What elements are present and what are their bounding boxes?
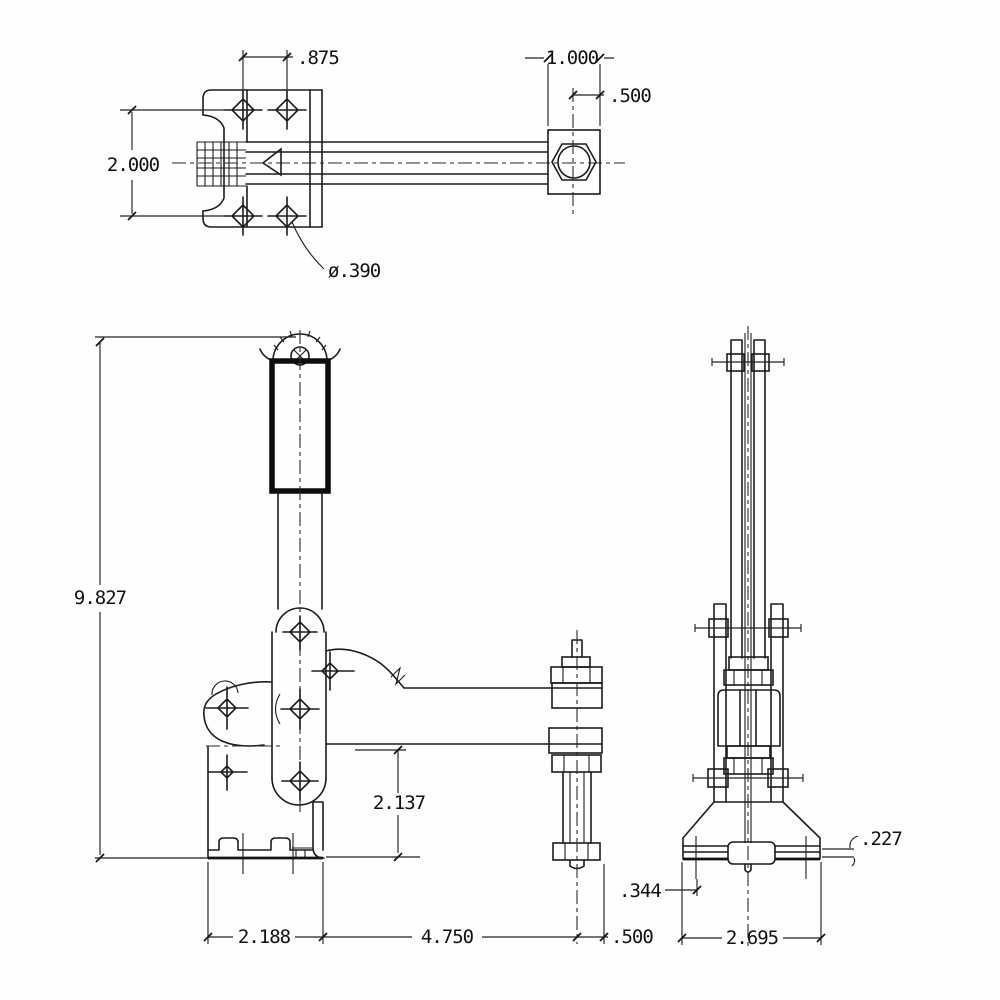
dim-side-base-width: 2.695 xyxy=(726,927,778,949)
side-body xyxy=(692,603,804,843)
dim-front-spindle-offset: .500 xyxy=(611,926,653,948)
front-view: 9.827 2.137 2.188 4.750 .500 xyxy=(74,330,654,948)
side-handle xyxy=(711,333,785,659)
dim-top-hole-spacing: .875 xyxy=(297,47,339,69)
dim-front-clamp-height: 2.137 xyxy=(373,792,426,814)
pivot-stack xyxy=(196,141,246,187)
dim-side-flange-thickness: .227 xyxy=(860,828,902,850)
top-view: .875 2.000 ø.390 1.000 .500 xyxy=(107,47,652,282)
dim-top-hole-diameter: ø.390 xyxy=(328,260,381,282)
side-base xyxy=(682,801,821,879)
dim-top-pad-center-offset: .500 xyxy=(609,85,651,107)
spindle-pad-plan xyxy=(547,88,601,215)
front-view-dimensions: 9.827 2.137 2.188 4.750 .500 xyxy=(74,336,654,948)
top-view-dimensions: .875 2.000 ø.390 1.000 .500 xyxy=(107,47,652,282)
dim-front-overall-height: 9.827 xyxy=(74,587,127,609)
clamp-body xyxy=(203,607,355,806)
side-view-dimensions: .227 .344 2.695 xyxy=(619,828,903,949)
bar-tip-chevron xyxy=(261,147,282,177)
dim-front-base-width: 2.188 xyxy=(238,926,291,948)
dim-side-slot-width: .344 xyxy=(619,880,661,902)
dim-top-plate-height: 2.000 xyxy=(107,154,160,176)
front-base xyxy=(207,746,325,874)
spindle-assembly xyxy=(548,630,603,944)
clamp-arm xyxy=(325,648,603,745)
dim-front-arm-reach: 4.750 xyxy=(421,926,474,948)
dim-top-pad-width: 1.000 xyxy=(546,47,599,69)
side-view: .227 .344 2.695 xyxy=(619,326,903,950)
